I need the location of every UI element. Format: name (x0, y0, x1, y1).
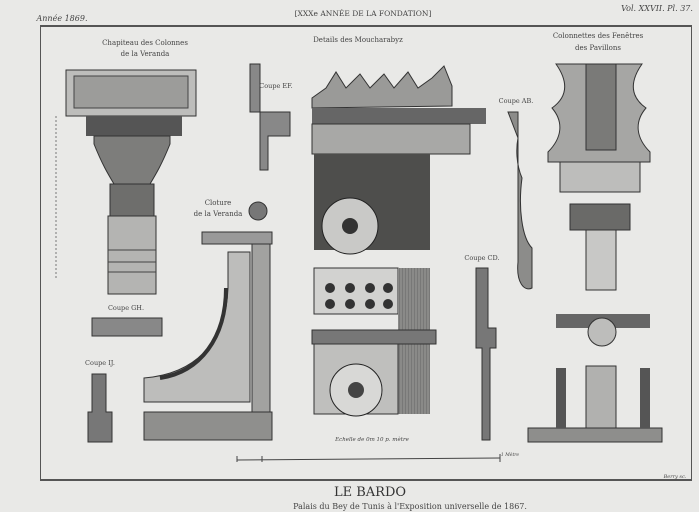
chapiteau-drawing (55, 69, 197, 295)
plate-subtitle: Palais du Bey de Tunis à l'Exposition un… (293, 502, 527, 511)
label-coupe-ij: Coupe IJ. (85, 359, 115, 367)
label-colonnettes: Colonnettes des Fenêtres (552, 32, 644, 40)
coupe-ij-drawing (87, 373, 113, 443)
colonnettes-drawing (527, 63, 663, 443)
label-chapiteau: Chapiteau des Colonnes (102, 39, 188, 47)
label-coupe-ab: Coupe AB. (498, 97, 534, 105)
plate-frame (40, 25, 692, 481)
label-coupe-cd: Coupe CD. (464, 254, 500, 262)
label-colonnettes-2: des Pavillons (575, 44, 621, 52)
label-metre: 1 Mètre (500, 453, 520, 458)
label-coupe-ef: Coupe EF. (259, 82, 293, 90)
scale-bar (236, 454, 501, 462)
coupe-ef-drawing (249, 63, 291, 171)
moucharabyz-drawing (311, 65, 486, 417)
plate-title: LE BARDO (333, 485, 407, 500)
coupe-ab-drawing (507, 111, 533, 290)
label-scale: Echelle de 0m 10 p. mètre (335, 437, 409, 443)
engraver-credit: Berry sc. (663, 474, 687, 480)
coupe-gh-drawing (91, 317, 163, 337)
volume-label: Vol. XXVII. Pl. 37. (621, 4, 693, 13)
label-coupe-gh: Coupe GH. (107, 304, 145, 312)
cloture-drawing (143, 201, 273, 441)
year-label: Année 1869. (36, 14, 88, 23)
label-cloture: Cloture (204, 199, 232, 207)
label-cloture-2: de la Veranda (193, 210, 243, 218)
plate-header-title: [XXXe ANNÉE DE LA FONDATION] (294, 9, 432, 18)
coupe-cd-drawing (475, 267, 497, 441)
label-chapiteau-2: de la Veranda (120, 50, 170, 58)
label-moucharabyz: Details des Moucharabyz (313, 36, 403, 44)
